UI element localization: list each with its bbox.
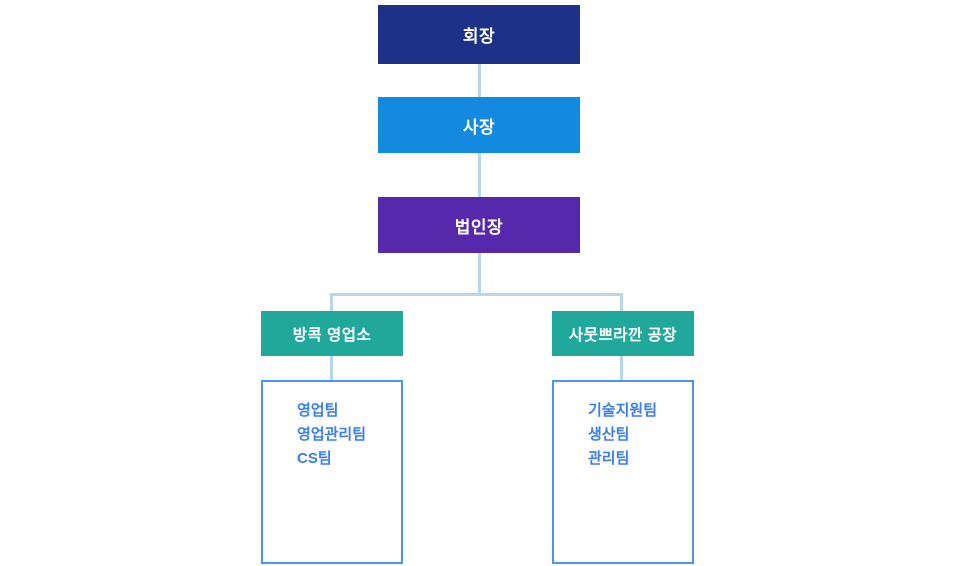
- team-item: 영업관리팀: [297, 426, 367, 443]
- org-node-branch-samutprakan-label: 사뭇쁘라깐 공장: [568, 326, 678, 344]
- org-node-corporate-head-label: 법인장: [454, 217, 504, 237]
- connector-drop-branch-left: [330, 293, 333, 311]
- team-item: 영업팀: [297, 402, 339, 419]
- team-list-samutprakan: 기술지원팀 생산팀 관리팀: [552, 380, 694, 564]
- org-node-president: 사장: [378, 97, 580, 153]
- org-node-branch-bangkok: 방콕 영업소: [261, 311, 403, 356]
- org-node-chairman: 회장: [378, 5, 580, 64]
- connector-chairman-president: [478, 64, 481, 97]
- connector-branchleft-teamlist: [330, 356, 333, 380]
- org-node-branch-bangkok-label: 방콕 영업소: [292, 326, 372, 344]
- org-node-president-label: 사장: [462, 117, 496, 137]
- connector-branch-horizontal: [330, 293, 623, 296]
- team-item: 관리팀: [588, 450, 630, 467]
- org-node-corporate-head: 법인장: [378, 197, 580, 253]
- org-node-branch-samutprakan: 사뭇쁘라깐 공장: [552, 311, 694, 356]
- team-item: 생산팀: [588, 426, 630, 443]
- team-item: 기술지원팀: [588, 402, 658, 419]
- team-item: CS팀: [297, 450, 332, 467]
- connector-branchright-teamlist: [620, 356, 623, 380]
- connector-president-corporatehead: [478, 153, 481, 197]
- org-node-chairman-label: 회장: [462, 27, 496, 46]
- connector-drop-branch-right: [620, 293, 623, 311]
- team-list-bangkok: 영업팀 영업관리팀 CS팀: [261, 380, 403, 564]
- connector-corporatehead-split: [478, 253, 481, 294]
